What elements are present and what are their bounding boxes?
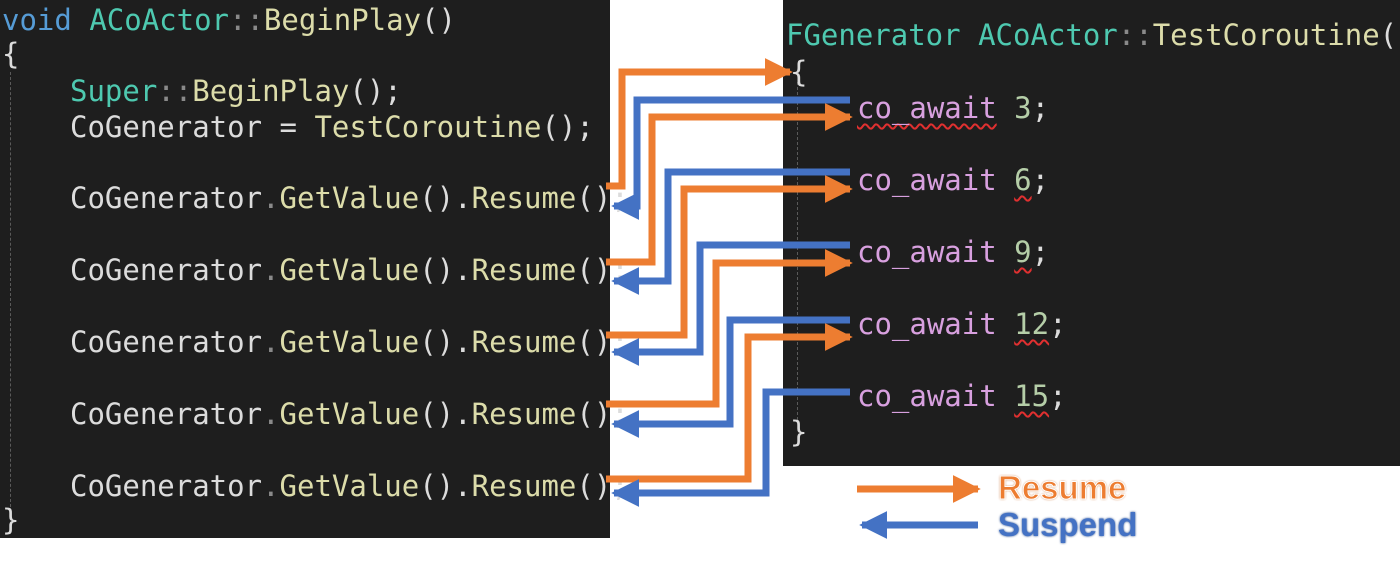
object-name: CoGenerator: [70, 253, 263, 287]
testcoroutine-signature: FGenerator ACoActor::TestCoroutine(): [786, 17, 1400, 53]
close-brace: }: [2, 503, 20, 537]
resume-call-line: CoGenerator.GetValue().Resume();: [70, 324, 629, 360]
statement-end: ;: [1031, 91, 1050, 125]
co-await-line: co_await 15;: [857, 378, 1067, 414]
co-await-line: co_await 6;: [857, 162, 1049, 198]
resume-call-line: CoGenerator.GetValue().Resume();: [70, 396, 629, 432]
variable-name: CoGenerator: [70, 110, 263, 144]
method-name: Resume: [471, 397, 577, 431]
co-await-keyword: co_await: [857, 163, 997, 197]
await-value: 3: [1014, 91, 1032, 125]
open-brace: {: [2, 37, 20, 71]
open-brace: {: [790, 55, 808, 89]
getter-name: GetValue: [279, 253, 420, 287]
getter-name: GetValue: [279, 397, 420, 431]
statement-end: ;: [1031, 163, 1050, 197]
method-name: Resume: [471, 469, 577, 503]
scope-operator: ::: [1117, 18, 1153, 52]
suspend-arrow: [611, 388, 850, 507]
co-await-keyword: co_await: [857, 307, 997, 341]
function-name: TestCoroutine: [1152, 18, 1380, 52]
resume-arrow: [606, 323, 853, 483]
co-await-keyword: co_await: [857, 91, 997, 125]
return-type: void: [2, 3, 72, 37]
object-name: CoGenerator: [70, 469, 263, 503]
object-name: CoGenerator: [70, 397, 263, 431]
suspend-arrow: [611, 96, 850, 220]
resume-arrow: [606, 249, 853, 408]
resume-arrow: [606, 58, 793, 190]
statement-end: ;: [1031, 235, 1050, 269]
resume-call-line: CoGenerator.GetValue().Resume();: [70, 180, 629, 216]
coroutine-code-panel: FGenerator ACoActor::TestCoroutine() { c…: [783, 0, 1400, 466]
resume-arrow: [606, 175, 853, 339]
function-name: BeginPlay: [263, 3, 422, 37]
resume-call-line: CoGenerator.GetValue().Resume();: [70, 252, 629, 288]
parens: (): [421, 3, 456, 37]
suspend-arrow: [611, 241, 850, 366]
assign-line: CoGenerator = TestCoroutine();: [70, 109, 594, 145]
dot: .: [262, 253, 280, 287]
indent-guide: [797, 82, 798, 420]
dot: .: [262, 181, 280, 215]
dot: .: [262, 469, 280, 503]
dot: .: [262, 325, 280, 359]
resume-arrow: [606, 103, 853, 266]
method-name: Resume: [471, 181, 577, 215]
super-call-line: Super::BeginPlay();: [70, 73, 402, 109]
call-mid: ().: [419, 253, 472, 287]
resume-call-line: CoGenerator.GetValue().Resume();: [70, 468, 629, 504]
function-name: TestCoroutine: [314, 110, 542, 144]
dot: .: [262, 397, 280, 431]
call-mid: ().: [419, 469, 472, 503]
call-mid: ().: [419, 397, 472, 431]
assign-operator: =: [262, 110, 315, 144]
await-value: 12: [1014, 307, 1050, 341]
call-suffix: ();: [349, 74, 402, 108]
call-suffix: ();: [541, 110, 594, 144]
getter-name: GetValue: [279, 469, 420, 503]
super-keyword: Super: [70, 74, 158, 108]
statement-end: ;: [1049, 307, 1067, 341]
return-type: FGenerator: [786, 18, 961, 52]
caller-code-panel: void ACoActor::BeginPlay() { Super::Begi…: [0, 0, 629, 538]
object-name: CoGenerator: [70, 325, 263, 359]
getter-name: GetValue: [279, 325, 420, 359]
statement-end: ;: [1049, 379, 1067, 413]
call-mid: ().: [419, 325, 472, 359]
scope-operator: ::: [229, 3, 264, 37]
await-value: 6: [1014, 163, 1032, 197]
scope-operator: ::: [157, 74, 193, 108]
class-name: ACoActor: [978, 18, 1118, 52]
legend-suspend-label: Suspend: [998, 506, 1138, 543]
object-name: CoGenerator: [70, 181, 263, 215]
method-name: Resume: [471, 325, 577, 359]
await-value: 15: [1014, 379, 1050, 413]
call-mid: ().: [419, 181, 472, 215]
suspend-arrow: [611, 316, 850, 438]
function-name: BeginPlay: [192, 74, 350, 108]
class-name: ACoActor: [89, 3, 229, 37]
co-await-keyword: co_await: [857, 379, 997, 413]
co-await-keyword: co_await: [857, 235, 997, 269]
getter-name: GetValue: [279, 181, 420, 215]
co-await-line: co_await 3;: [857, 90, 1049, 126]
co-await-line: co_await 9;: [857, 234, 1049, 270]
beginplay-signature: void ACoActor::BeginPlay(): [2, 2, 456, 38]
method-name: Resume: [471, 253, 577, 287]
parens: (): [1379, 18, 1400, 52]
co-await-line: co_await 12;: [857, 306, 1067, 342]
suspend-arrow: [611, 168, 850, 295]
await-value: 9: [1014, 235, 1032, 269]
legend-resume-label: Resume: [997, 469, 1127, 507]
close-brace: }: [790, 415, 808, 449]
indent-guide: [10, 72, 11, 512]
